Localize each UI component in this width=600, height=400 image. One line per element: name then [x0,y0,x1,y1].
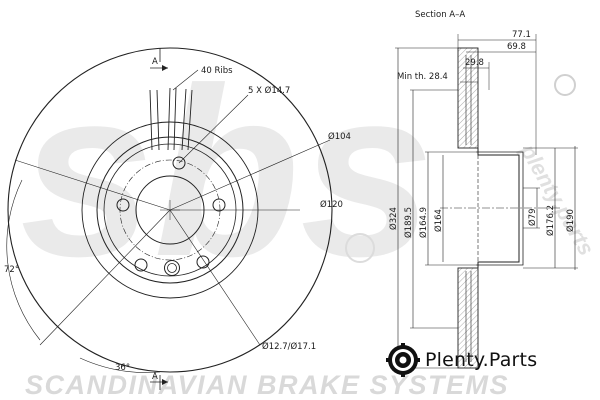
section-title: Section A–A [415,10,465,20]
svg-text:sbs: sbs [20,38,434,306]
bolt-hole-4 [134,258,148,272]
brand-name: Plenty.Parts [425,349,538,371]
leader-ribs [172,69,199,91]
leader-holes [178,94,249,164]
ribs-label: 40 Ribs [201,66,233,76]
dim-line-bolt [169,209,261,346]
angle-72: 72° [4,265,19,275]
dim-29: 29.8 [465,58,484,68]
locating-hole [164,260,180,276]
dim-324: Ø324 [388,207,399,230]
watermark-gear-icon [345,233,375,263]
watermark-side-text: plenty.parts [515,139,599,260]
dim-69: 69.8 [507,42,526,52]
dim-164-9: Ø164.9 [418,207,429,238]
angle-arc-36 [79,357,161,373]
plenty-parts-logo: Plenty.Parts [385,342,537,378]
angle-arc-72 [6,179,41,341]
dim-176: Ø176.2 [545,205,556,236]
disc-outer-edge [7,47,333,373]
dim-79: Ø79 [527,208,538,226]
bolt-hole-3 [212,198,226,212]
section-view [395,34,578,369]
dim-104: Ø104 [328,131,351,142]
dim-bolt: Ø12.7/Ø17.1 [262,341,316,352]
watermark-logo: sbs [20,38,434,306]
rib-lines [149,87,193,151]
dim-line-104 [169,139,331,211]
front-view [6,47,333,390]
section-marker-top: A [152,57,158,67]
dim-77: 77.1 [512,30,531,40]
watermark-registered-icon [554,74,576,96]
dim-190: Ø190 [565,209,576,232]
bolt-hole-1 [172,156,186,170]
dim-164: Ø164 [433,209,444,232]
section-marker-bottom: A [152,372,158,382]
min-thickness: Min th. 28.4 [397,72,448,82]
watermark-text: SCANDINAVIAN BRAKE SYSTEMS [25,370,509,400]
gear-logo-icon [386,343,420,377]
holes-label: 5 X Ø14.7 [248,85,290,96]
friction-ring-bottom [457,267,479,369]
bolt-hole-5 [196,255,210,269]
dim-189: Ø189.5 [403,207,414,238]
dim-120: Ø120 [320,199,343,210]
bolt-hole-2 [116,198,130,212]
friction-ring-top [457,47,479,149]
angle-36: 36° [115,363,130,373]
